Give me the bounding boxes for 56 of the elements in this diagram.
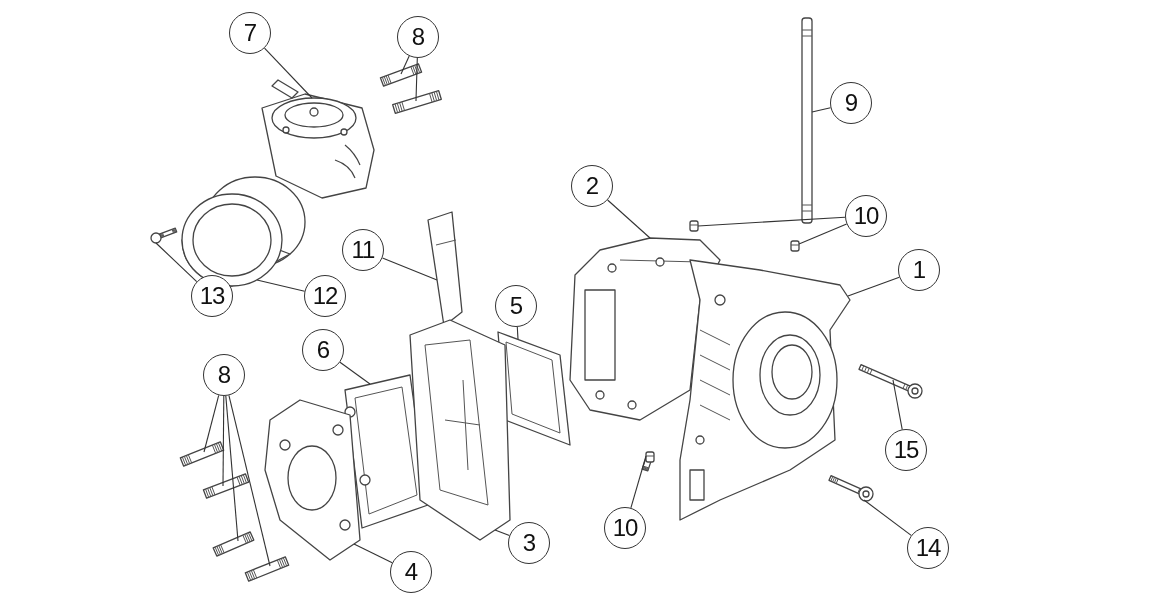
callout-number: 10 xyxy=(845,195,887,237)
leader-line xyxy=(516,326,519,340)
leader-line xyxy=(811,107,832,113)
leader-line xyxy=(630,455,647,509)
callout-number: 3 xyxy=(508,522,550,564)
bolt-drawing xyxy=(858,364,923,399)
crankcase-drawing xyxy=(679,259,851,521)
leader-line xyxy=(798,223,848,245)
callout-number: 4 xyxy=(390,551,432,593)
callout-number: 8 xyxy=(397,16,439,58)
callout-number: 11 xyxy=(342,229,384,271)
leader-line xyxy=(225,395,239,542)
callout-number: 1 xyxy=(898,249,940,291)
leader-line xyxy=(353,543,393,564)
leader-line xyxy=(415,57,418,102)
leader-line xyxy=(203,394,220,453)
stud-drawing xyxy=(244,556,290,582)
leader-line xyxy=(892,379,903,430)
leader-line xyxy=(697,216,846,227)
bolt-drawing xyxy=(828,475,874,502)
rod-drawing xyxy=(801,17,813,224)
leader-line xyxy=(381,257,438,281)
leader-line xyxy=(494,529,510,537)
leader-line xyxy=(228,394,271,567)
intake-ring-drawing xyxy=(181,176,306,287)
stud-drawing xyxy=(212,531,255,557)
leader-line xyxy=(339,361,371,385)
screw-drawing xyxy=(150,227,178,244)
nut-drawing xyxy=(641,451,655,472)
leader-line xyxy=(863,499,912,536)
leader-line xyxy=(607,199,651,239)
callout-number: 10 xyxy=(604,507,646,549)
leader-line xyxy=(222,395,225,487)
leader-line xyxy=(263,47,313,99)
stud-drawing xyxy=(379,63,423,87)
callout-number: 2 xyxy=(571,165,613,207)
callout-number: 14 xyxy=(907,527,949,569)
carburettor-drawing xyxy=(261,79,375,199)
callout-number: 5 xyxy=(495,285,537,327)
leader-line xyxy=(847,276,900,297)
callout-number: 12 xyxy=(304,275,346,317)
leader-line xyxy=(400,55,410,75)
stud-drawing xyxy=(202,473,250,499)
callout-number: 13 xyxy=(191,275,233,317)
callout-number: 15 xyxy=(885,429,927,471)
nut-drawing xyxy=(689,220,699,232)
intake-manifold-drawing xyxy=(264,399,361,561)
stud-drawing xyxy=(179,441,225,467)
callout-number: 6 xyxy=(302,329,344,371)
callout-number: 8 xyxy=(203,354,245,396)
stud-drawing xyxy=(392,90,442,114)
leader-line xyxy=(256,279,306,292)
nut-drawing xyxy=(790,240,800,252)
callout-number: 9 xyxy=(830,82,872,124)
leader-line xyxy=(155,242,198,283)
callout-number: 7 xyxy=(229,12,271,54)
